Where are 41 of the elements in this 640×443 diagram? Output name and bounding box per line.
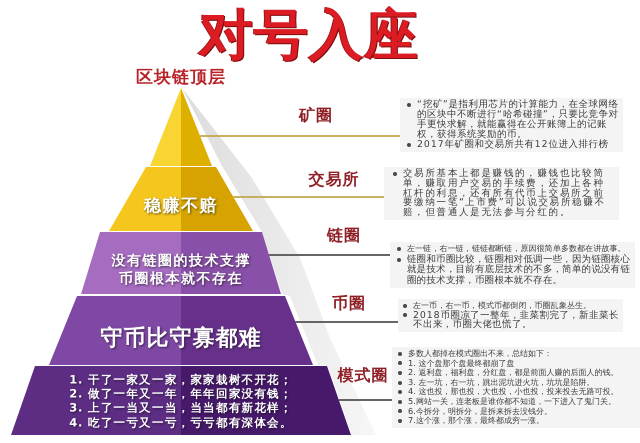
bullet-text: 3. 左一坑，右一坑，跳出泥坑进火坑，坑坑是陷阱。 [408,378,596,387]
tier-text: 3. 上了一当又一当，当当都有新花样； [69,401,293,416]
bullet-text: 2018币圈凉了一整年，韭菜割完了，新韭菜长不出来，币圈大佬也慌了。 [413,310,619,330]
text-panel [384,167,619,220]
bullet-text: 4. 这也投，那也投，大也投，小也投，投来投去无路可投。 [408,387,620,397]
category-label: 交易所 [308,170,360,190]
leader-line [338,399,392,401]
text-panel [400,98,623,152]
pyramid-top-label: 区块链顶层 [136,66,226,88]
bullet-text: 2017年矿圈和交易所共有12位进入排行榜 [417,140,610,150]
leader-line [269,254,390,256]
bullet-text: 1. 这个盘那个盘最终都崩了盘 [408,358,516,368]
bullet-text: 6.今拆分，明拆分，是拆来拆去没钱分。 [408,406,553,416]
pyramid-tier [109,167,253,231]
category-label: 币圈 [332,294,366,314]
title: 对号入座 [199,4,419,66]
leader-line [296,321,398,323]
pyramid-tier [49,296,313,365]
text-panel [390,242,635,288]
bullet-text: 2. 返利盘，福利盘，分红盘，都是前面人赚的后面人的钱。 [408,368,620,378]
tier-text: 4. 吃了一亏又一亏，亏亏都有深体会。 [69,415,293,430]
leader-line [200,135,400,137]
leader-line [233,196,384,198]
bullet-text: “挖矿”是指利用芯片的计算能力，在全球网络的区块中不断进行“哈希碰撞”，只要比竞争对手更快求解，就能赢得在公开账簿上的记账权，获得系统奖励的币。 [417,100,619,140]
bullet-text: 多数人都掉在模式圈出不来，总结如下： [408,349,553,359]
tier-text: 守币比守寡都难 [100,326,262,352]
bullet-text: 7.这个涨，那个涨，最终都成穷一涨。 [408,416,545,426]
text-panel [398,299,623,332]
pyramid-tier [81,232,281,294]
bullet-text: 交易所基本上都是赚钱的，赚钱也比较简单，赚取用户交易的手续费，还加上各种杠杆的利息，还有所有代币上交易所之前要缴纳一笔“上市费”可以说交易所稳赚不赔，但普通人是无法参与分红的。 [403,169,607,218]
category-label: 模式圈 [338,366,388,386]
tier-text: 1. 干了一家又一家，家家栽树不开花； [69,372,293,387]
bullet-text: 链圈和币圈比较，链圈相对低调一些，因为链圈核心就是技术，目前有底层技术的不多，简单的说没有链圈的技术支撑，币圈根本就不存在。 [407,254,631,286]
pyramid-tier [150,88,212,166]
text-panel [392,347,640,428]
category-label: 链圈 [327,226,361,246]
category-label: 矿圈 [299,106,333,126]
tier-text: 稳赚不赔 [144,196,218,216]
bullet-text: 5.网站一关，连老板是谁你都不知道，一下进入了鬼门关。 [408,396,617,407]
tier-text: 没有链圈的技术支撑币圈根本就不存在 [110,252,252,288]
tier-text: 2. 做了一年又一年，年年回家没有钱； [69,386,293,401]
